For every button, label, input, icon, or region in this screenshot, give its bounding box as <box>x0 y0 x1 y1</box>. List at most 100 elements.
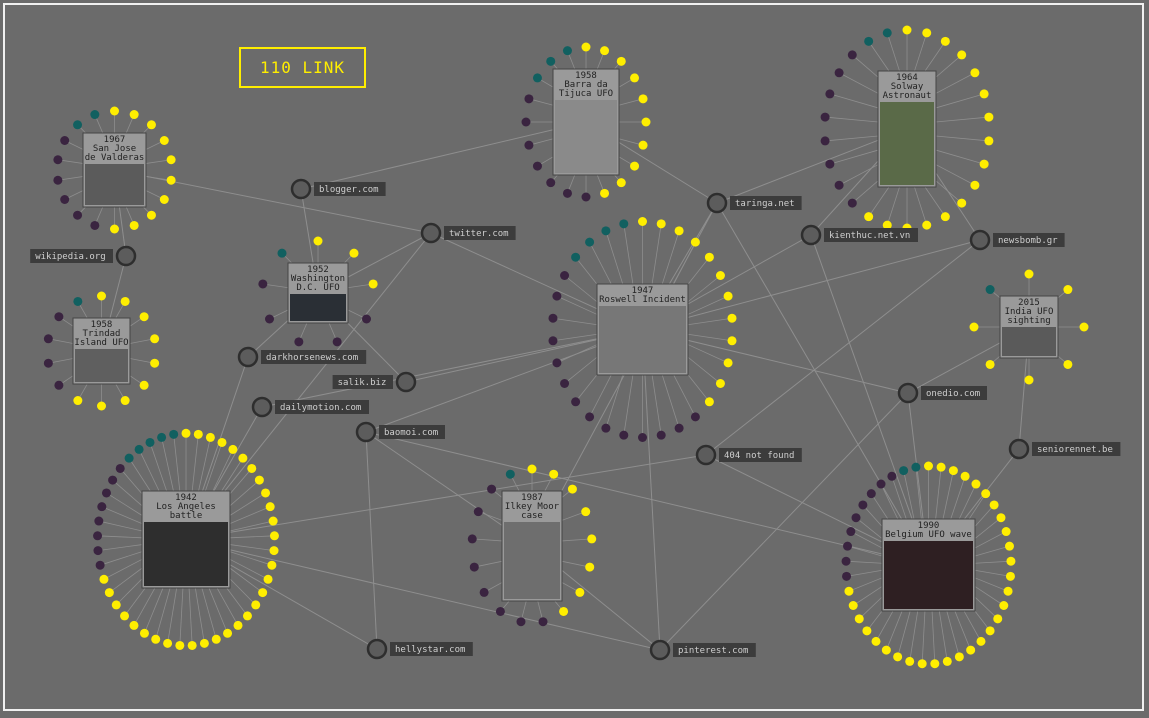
site-node-circle[interactable] <box>649 639 671 661</box>
source-dot[interactable] <box>532 73 542 83</box>
source-dot[interactable] <box>559 606 569 616</box>
site-node-circle[interactable] <box>237 346 259 368</box>
source-dot[interactable] <box>984 136 994 146</box>
source-dot[interactable] <box>690 237 700 247</box>
source-dot[interactable] <box>922 28 932 38</box>
source-dot[interactable] <box>917 659 927 669</box>
source-dot[interactable] <box>638 217 647 226</box>
source-dot[interactable] <box>847 50 857 60</box>
source-dot[interactable] <box>223 628 233 638</box>
source-dot[interactable] <box>638 140 648 150</box>
source-dot[interactable] <box>97 291 106 301</box>
source-dot[interactable] <box>981 489 991 499</box>
source-dot[interactable] <box>549 469 559 479</box>
source-dot[interactable] <box>641 117 651 127</box>
source-dot[interactable] <box>727 336 737 346</box>
site-node-taringa[interactable]: taringa.net <box>706 192 802 214</box>
site-node-notfound[interactable]: 404 not found <box>695 444 802 466</box>
source-dot[interactable] <box>924 461 933 471</box>
site-node-circle[interactable] <box>800 224 822 246</box>
source-dot[interactable] <box>847 198 857 208</box>
source-dot[interactable] <box>90 220 100 230</box>
site-node-pinterest[interactable]: pinterest.com <box>649 639 756 661</box>
source-dot[interactable] <box>93 531 103 541</box>
source-dot[interactable] <box>95 560 105 570</box>
source-dot[interactable] <box>690 412 700 422</box>
site-node-blogger[interactable]: blogger.com <box>290 178 386 200</box>
source-dot[interactable] <box>139 380 149 390</box>
source-dot[interactable] <box>585 237 595 247</box>
source-dot[interactable] <box>1063 285 1073 295</box>
source-dot[interactable] <box>984 112 994 122</box>
source-dot[interactable] <box>361 314 371 324</box>
source-dot[interactable] <box>834 68 844 78</box>
source-dot[interactable] <box>825 159 835 169</box>
site-node-circle[interactable] <box>355 421 377 443</box>
source-dot[interactable] <box>521 117 531 127</box>
source-dot[interactable] <box>871 636 881 646</box>
source-dot[interactable] <box>601 423 611 433</box>
source-dot[interactable] <box>163 638 173 648</box>
source-dot[interactable] <box>820 112 830 122</box>
source-dot[interactable] <box>546 178 556 188</box>
source-dot[interactable] <box>902 25 912 35</box>
source-dot[interactable] <box>704 252 714 262</box>
source-dot[interactable] <box>548 336 558 346</box>
source-dot[interactable] <box>205 432 215 442</box>
source-dot[interactable] <box>268 516 278 526</box>
source-dot[interactable] <box>656 430 666 440</box>
source-dot[interactable] <box>851 513 861 523</box>
source-dot[interactable] <box>866 489 876 499</box>
source-dot[interactable] <box>630 161 640 171</box>
source-dot[interactable] <box>73 296 83 306</box>
source-dot[interactable] <box>146 210 156 220</box>
source-dot[interactable] <box>562 46 572 56</box>
source-dot[interactable] <box>1003 586 1013 596</box>
source-dot[interactable] <box>985 626 995 636</box>
source-dot[interactable] <box>979 89 989 99</box>
source-dot[interactable] <box>139 312 149 322</box>
source-dot[interactable] <box>313 236 323 246</box>
source-dot[interactable] <box>587 534 597 544</box>
source-dot[interactable] <box>876 479 886 489</box>
source-dot[interactable] <box>854 614 864 624</box>
source-dot[interactable] <box>524 140 534 150</box>
source-dot[interactable] <box>120 396 130 406</box>
source-dot[interactable] <box>233 620 243 630</box>
source-dot[interactable] <box>524 94 534 104</box>
source-dot[interactable] <box>993 614 1003 624</box>
source-dot[interactable] <box>166 155 176 165</box>
source-dot[interactable] <box>1024 269 1034 279</box>
source-dot[interactable] <box>858 500 868 510</box>
source-dot[interactable] <box>674 226 684 236</box>
source-dot[interactable] <box>479 587 489 597</box>
source-dot[interactable] <box>150 358 160 368</box>
source-dot[interactable] <box>175 640 185 650</box>
source-dot[interactable] <box>145 437 155 447</box>
source-dot[interactable] <box>54 312 64 322</box>
site-node-baomoi[interactable]: baomoi.com <box>355 421 445 443</box>
source-dot[interactable] <box>567 484 577 494</box>
source-dot[interactable] <box>940 36 950 46</box>
source-dot[interactable] <box>715 271 725 280</box>
site-node-dailymotion[interactable]: dailymotion.com <box>251 396 369 418</box>
source-dot[interactable] <box>467 534 477 544</box>
source-dot[interactable] <box>552 358 562 368</box>
source-dot[interactable] <box>94 516 104 526</box>
source-dot[interactable] <box>970 68 980 78</box>
source-dot[interactable] <box>887 471 897 481</box>
site-node-seniorennet[interactable]: seniorennet.be <box>1008 438 1121 460</box>
source-dot[interactable] <box>181 428 191 438</box>
site-node-circle[interactable] <box>366 638 388 660</box>
source-dot[interactable] <box>495 606 505 616</box>
site-node-circle[interactable] <box>897 382 919 404</box>
source-dot[interactable] <box>976 636 986 646</box>
source-dot[interactable] <box>930 659 940 669</box>
